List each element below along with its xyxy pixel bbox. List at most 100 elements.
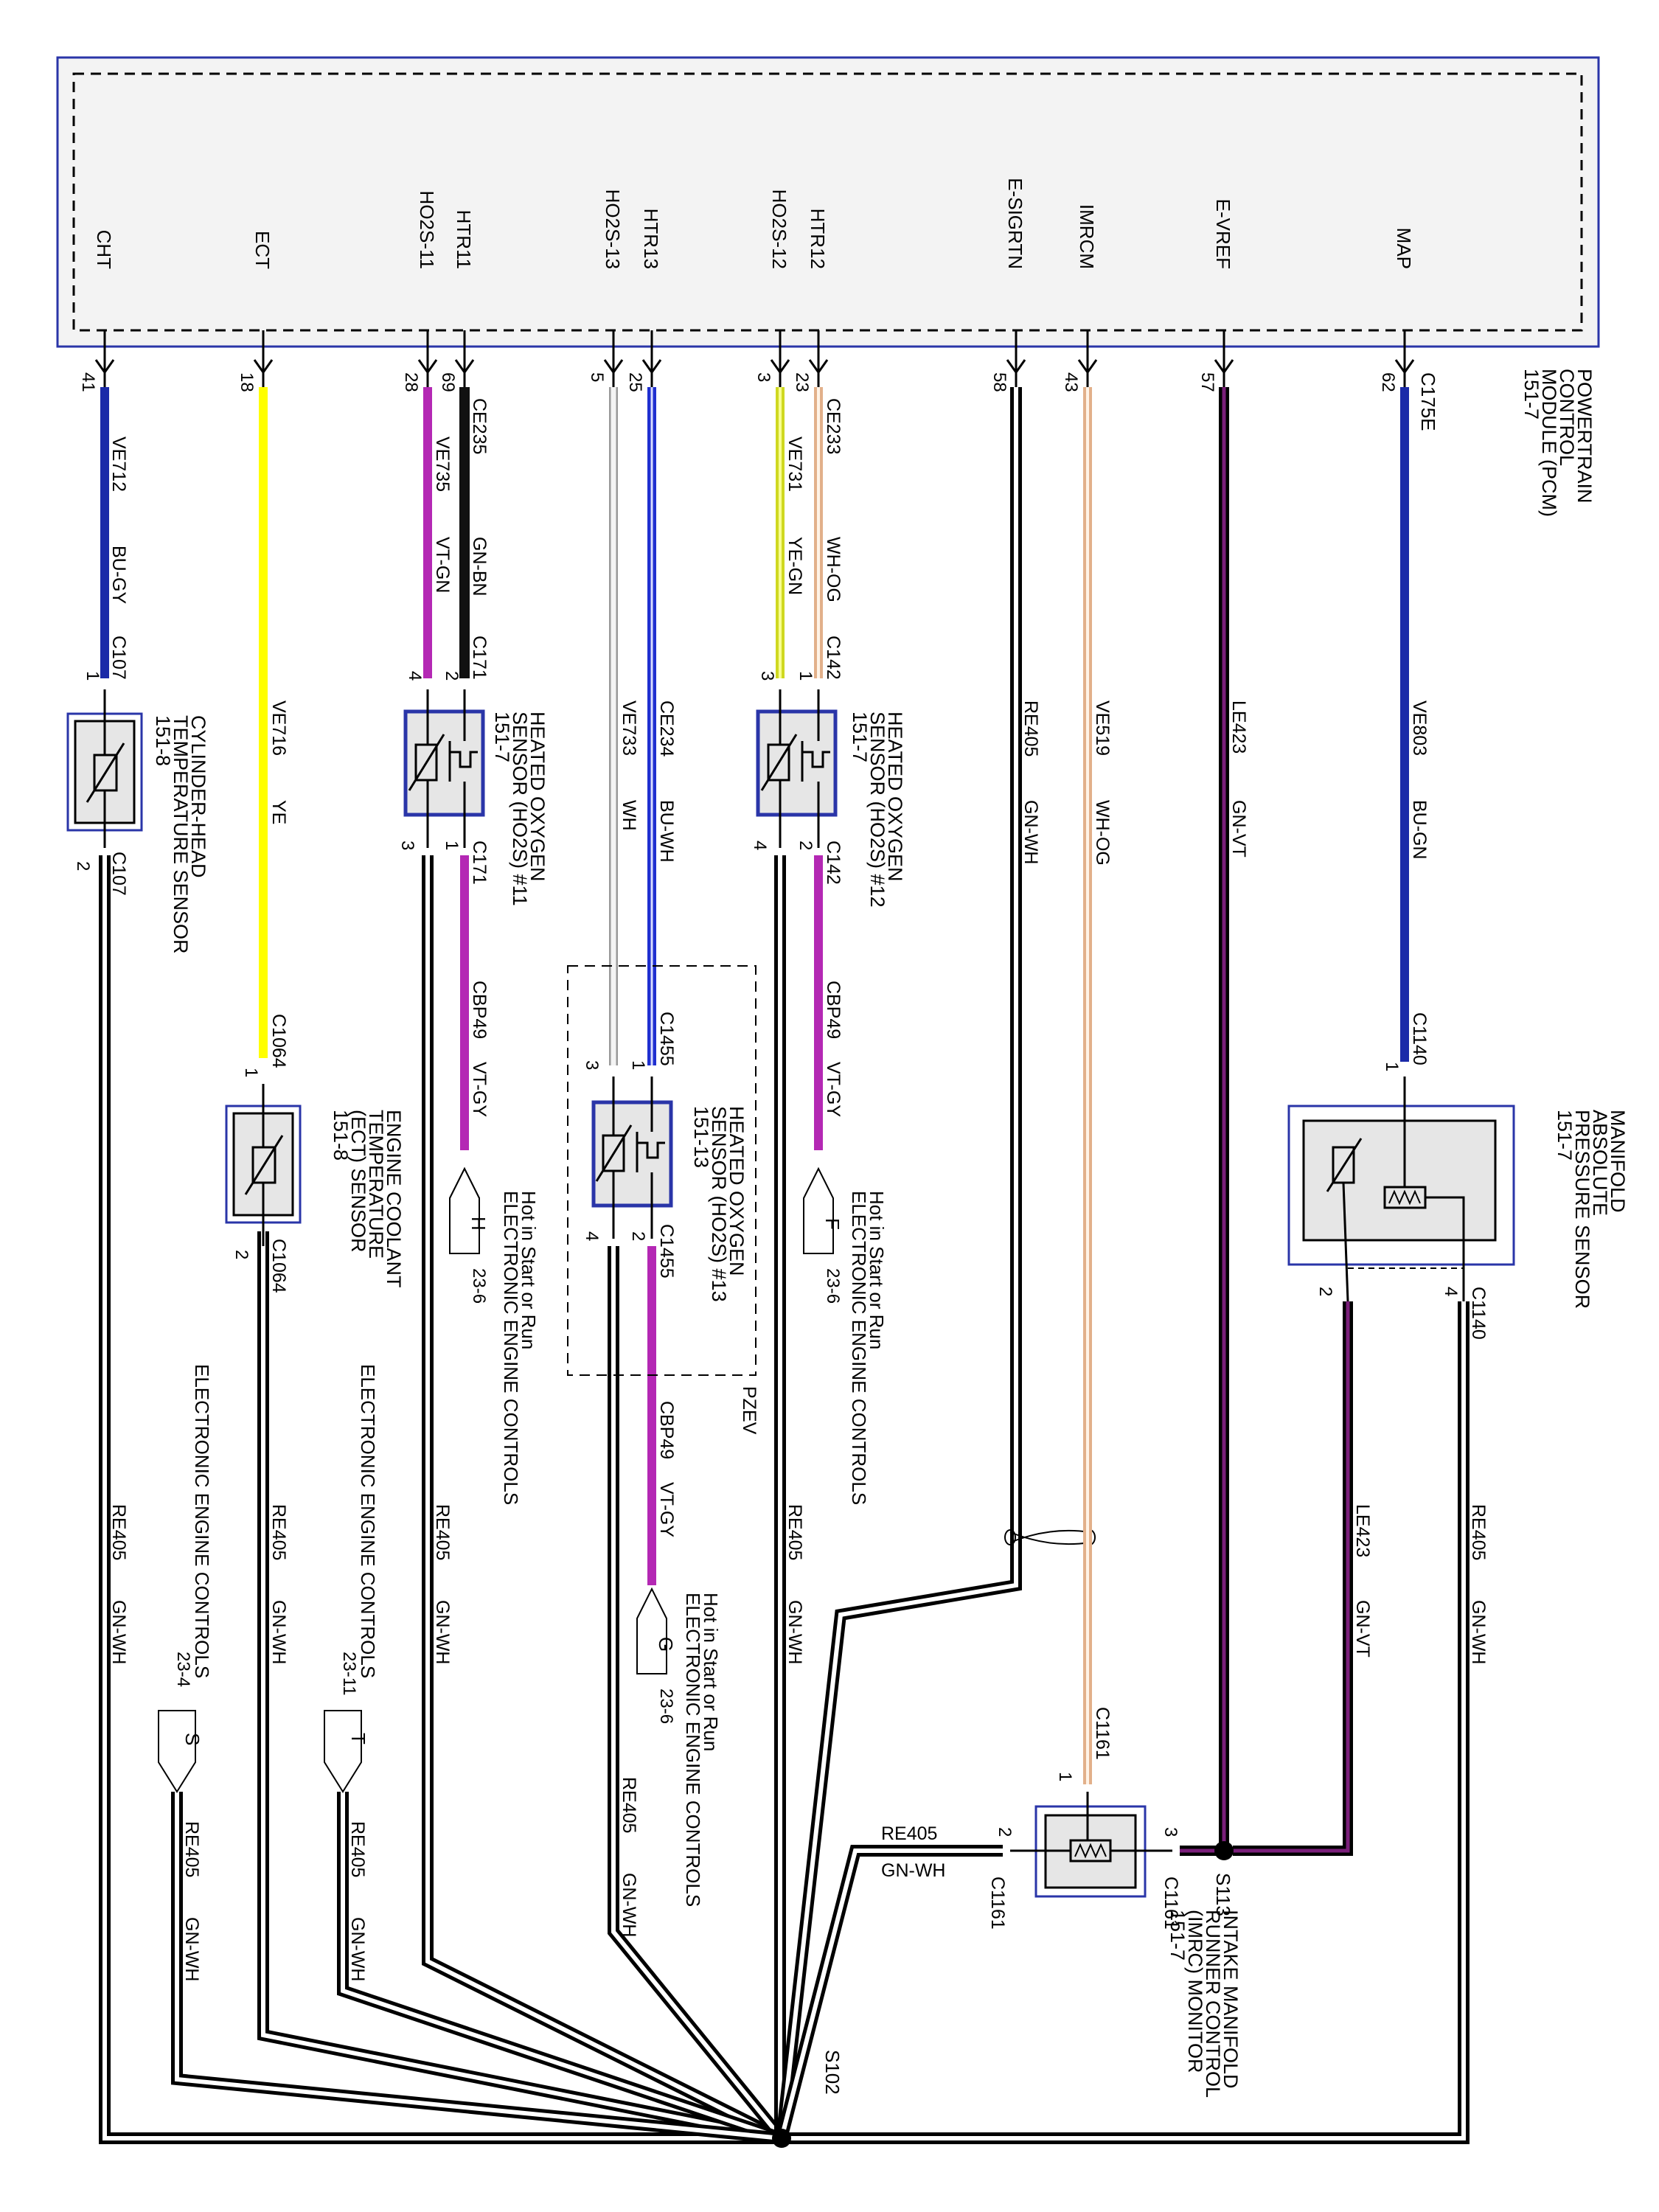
ect-sensor: ENGINE COOLANT TEMPERATURE (ECT) SENSOR … [225,1014,405,1293]
ref-flag-g: G 23-6 Hot in Start or Run ELECTRONIC EN… [636,1587,722,1907]
ho2s12-connector-bottom: C142 [823,841,844,885]
svg-text:151-7: 151-7 [1554,1110,1576,1161]
pcm-pin-connector [1077,330,1098,389]
pcm-pin-number: 5 [587,372,607,382]
svg-text:S102: S102 [821,2050,844,2095]
pcm-pin-connector [1214,330,1234,389]
svg-text:TEMPERATURE: TEMPERATURE [365,1110,387,1259]
ho2s13-sensor: PZEV HEATED OXYGEN SENSOR (HO2S) #13 151… [567,965,759,1435]
ho2s12-pin-3: 3 [757,671,777,681]
wire-label-circuit: RE405 [108,1504,129,1560]
pcm-pin-number: 69 [438,372,458,392]
svg-text:HEATED OXYGEN: HEATED OXYGEN [884,712,906,882]
svg-text:151-7: 151-7 [1520,369,1543,420]
pcm-pin-name: HO2S-13 [602,189,624,269]
imrc-monitor: INTAKE MANIFOLD RUNNER CONTROL (IMRC) MO… [987,1707,1242,2098]
ho2s13-pin-1: 1 [628,1060,648,1070]
svg-text:Hot in Start or Run: Hot in Start or Run [518,1191,540,1349]
pcm-pin-connector [253,330,274,389]
ect-connector-bottom: C1064 [268,1239,289,1293]
pcm-pin-number: 58 [990,372,1009,392]
svg-text:151-8: 151-8 [152,715,174,766]
pcm-pin-number: 57 [1197,372,1217,392]
pcm-pin-connector [454,330,475,389]
ref-flag-f: F 23-6 Hot in Start or Run ELECTRONIC EN… [803,1166,888,1505]
pcm-pin-connector [603,330,624,389]
wire-label-circuit: VE803 [1409,700,1430,756]
wire-ho2s11-ground [422,855,785,2144]
pcm-connector-label: C175E [1417,372,1439,431]
wire-label-color: WH [619,800,639,831]
pcm-pin-name: MAP [1393,228,1415,269]
svg-text:151-7: 151-7 [491,712,513,762]
svg-text:POWERTRAIN: POWERTRAIN [1573,369,1596,504]
ho2s13-pin-4: 4 [582,1231,602,1241]
wire-label-color: VT-GY [656,1482,677,1537]
wire-label-circuit: RE405 [619,1777,639,1833]
imrc-pin-2: 2 [995,1827,1015,1837]
wire-label-color: YE [268,800,289,824]
wire-label-circuit: VE716 [268,700,289,756]
ho2s11-connector-bottom: C171 [469,841,490,885]
map-sensor-label: MANIFOLD ABSOLUTE PRESSURE SENSOR 151-7 [1554,1110,1629,1309]
pcm-pin-name: ECT [251,231,274,269]
wire-labels: VE712 BU-GY VE716 YE VE735 VT-GN CE235 G… [108,398,1489,1981]
svg-text:151-7: 151-7 [849,712,871,762]
pzev-group-box [567,965,757,1376]
svg-text:ELECTRONIC ENGINE CONTROLS: ELECTRONIC ENGINE CONTROLS [682,1593,704,1907]
map-pin-1: 1 [1382,1062,1402,1071]
svg-text:Hot in Start or Run: Hot in Start or Run [700,1593,722,1751]
imrc-connector-top: C1161 [1092,1707,1113,1760]
wire-label-circuit: RE405 [881,1823,937,1844]
map-connector-top: C1140 [1409,1012,1430,1065]
ref-flag-t: T ELECTRONIC ENGINE CONTROLS 23-11 [324,1364,379,1793]
svg-text:23-6: 23-6 [469,1268,489,1304]
svg-text:F: F [821,1218,844,1230]
wire-label-circuit: LE423 [1228,700,1249,754]
wire-label-color: GN-WH [881,1860,945,1881]
svg-text:ENGINE COOLANT: ENGINE COOLANT [383,1110,405,1288]
wire-label-color: GN-WH [619,1873,639,1937]
wire-label-color: GN-WH [347,1917,368,1981]
ho2s11-pin-4: 4 [405,671,425,681]
svg-text:CYLINDER-HEAD: CYLINDER-HEAD [187,715,209,878]
wire-label-circuit: LE423 [1352,1504,1373,1557]
ect-sensor-label: ENGINE COOLANT TEMPERATURE (ECT) SENSOR … [330,1110,405,1288]
wire-label-color: GN-BN [469,537,490,597]
ho2s11-connector-top: C171 [469,636,490,680]
wire-label-color: GN-WH [108,1600,129,1664]
wire-label-color: VT-GY [469,1062,490,1117]
svg-text:T: T [347,1733,369,1745]
ho2s13-connector-bottom: C1455 [656,1224,677,1279]
wire-label-color: BU-GY [108,546,129,605]
svg-text:SENSOR (HO2S) #12: SENSOR (HO2S) #12 [866,712,888,908]
svg-text:G: G [655,1637,677,1652]
wire-label-color: VT-GN [432,537,453,593]
wire-label-circuit: RE405 [347,1821,368,1877]
ho2s13-connector-top: C1455 [656,1012,677,1066]
wire-label-color: BU-GN [1409,800,1430,860]
svg-text:PRESSURE SENSOR: PRESSURE SENSOR [1571,1110,1593,1309]
pcm-pin-name: E-VREF [1212,199,1234,269]
svg-text:23-6: 23-6 [656,1688,676,1724]
wire-label-circuit: VE735 [432,437,453,492]
pcm-pin-connector [417,330,438,389]
wire-label-color: GN-WH [432,1600,453,1664]
ho2s11-pin-1: 1 [442,841,462,850]
pcm-pin-connector [1006,330,1026,389]
map-connector-bottom: C1140 [1468,1287,1489,1340]
svg-text:INTAKE MANIFOLD: INTAKE MANIFOLD [1220,1910,1242,2089]
wire-label-color: GN-WH [268,1600,289,1664]
svg-text:ELECTRONIC ENGINE CONTROLS: ELECTRONIC ENGINE CONTROLS [848,1191,870,1505]
pcm-pin-number: 28 [401,372,421,392]
pcm-pin-connector [808,330,829,389]
ho2s12-pin-2: 2 [796,841,815,850]
svg-text:SENSOR (HO2S) #11: SENSOR (HO2S) #11 [509,712,531,906]
map-sensor: MANIFOLD ABSOLUTE PRESSURE SENSOR 151-7 … [1287,1012,1629,1340]
wire-map-le423 [1233,1301,1353,1856]
wire-label-circuit: RE405 [181,1821,202,1877]
wire-label-circuit: RE405 [1468,1504,1489,1560]
imrc-pin-1: 1 [1055,1772,1075,1781]
wire-label-color: GN-VT [1228,800,1249,858]
